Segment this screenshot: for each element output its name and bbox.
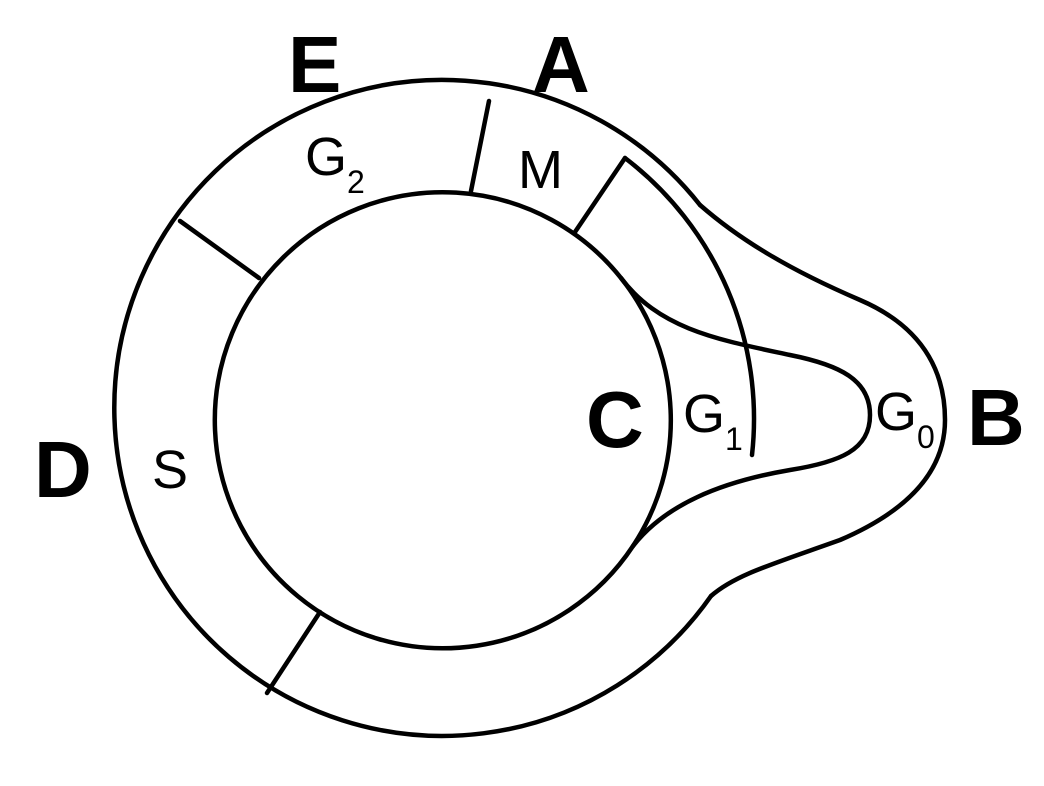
phase-m: M [518,140,563,200]
phase-g1: G1 [683,384,743,457]
inner-right-arc [618,275,674,549]
phase-g2: G2 [305,127,365,200]
label-a: A [532,20,590,109]
g0-outer-lobe [697,202,948,599]
inner-circle [212,190,636,651]
middle-boundary-arc [622,155,757,458]
label-e: E [288,20,341,109]
label-c: C [586,375,644,464]
label-d: D [34,425,92,514]
phase-s: S [152,440,188,500]
label-b: B [967,373,1025,462]
divider-m-g1 [572,155,628,235]
divider-g2-m [468,98,492,194]
g0-inner-lobe [618,275,873,549]
outer-ring [112,77,714,739]
divider-lower-left [264,609,323,696]
phase-g0: G0 [875,382,935,455]
divider-s-g2 [177,218,262,281]
